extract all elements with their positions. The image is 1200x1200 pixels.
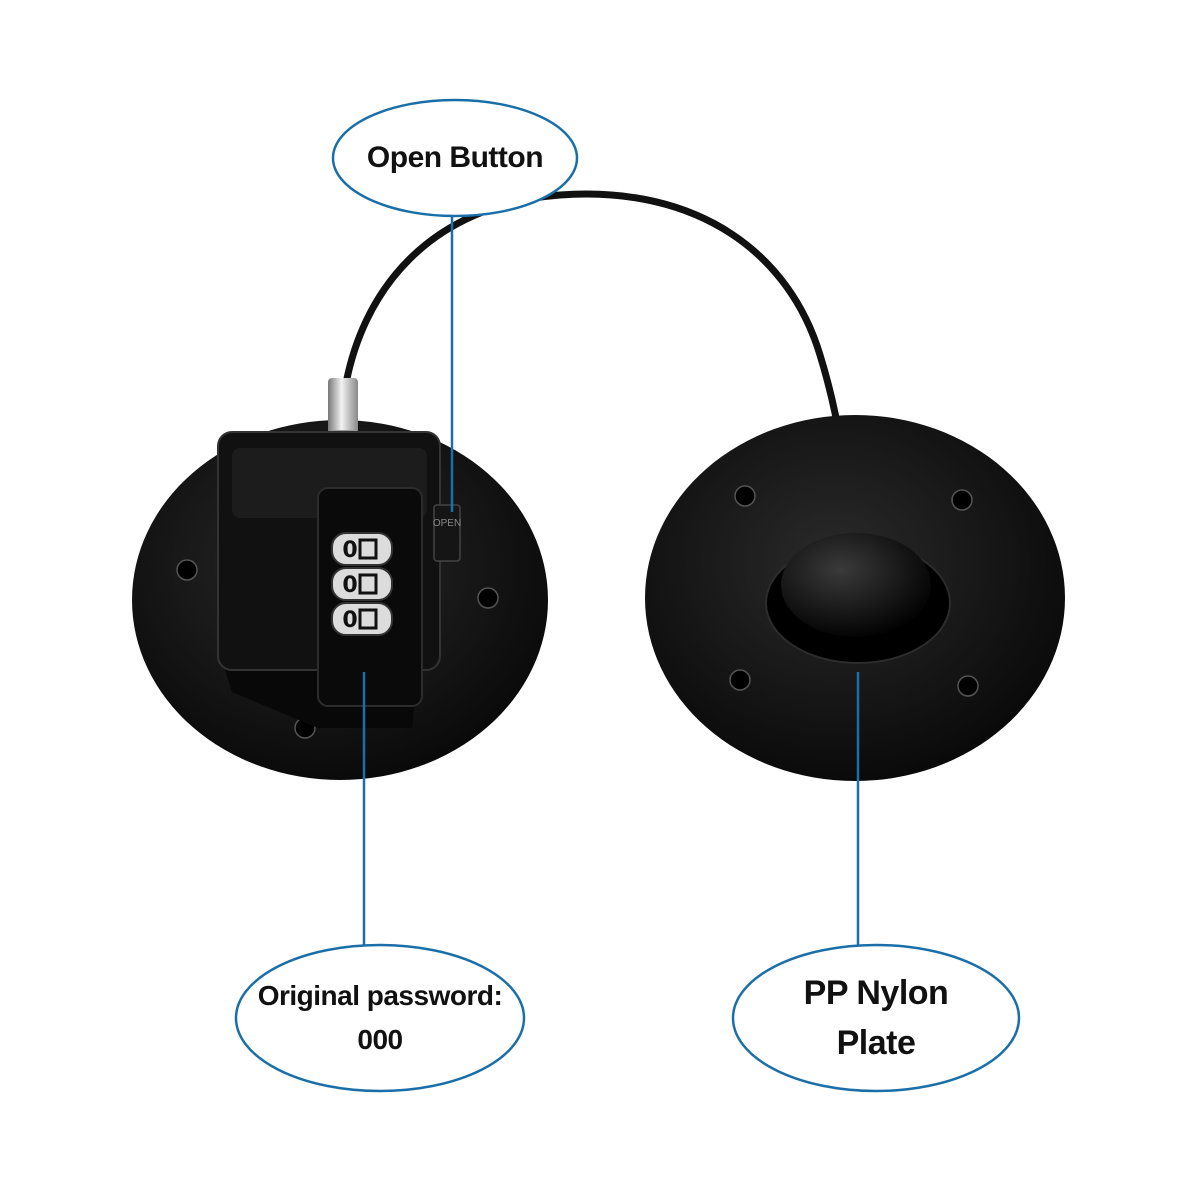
callout-plate-line2: Plate — [836, 1024, 916, 1062]
combination-dials: 0 0 0 — [331, 532, 393, 636]
callout-outline-password — [234, 943, 526, 1093]
cable-anchor-dome — [765, 533, 951, 664]
callout-open-button: Open Button — [333, 100, 577, 216]
callout-plate-line1: PP Nylon — [803, 974, 949, 1012]
dial-digit-1: 0 — [342, 538, 357, 563]
svg-text:OPEN: OPEN — [433, 518, 461, 529]
callout-open-button-label: Open Button — [366, 141, 544, 174]
callout-outline-plate — [731, 943, 1021, 1093]
callout-outline-open-button — [331, 98, 579, 218]
callout-password-line2: 000 — [357, 1024, 403, 1055]
callout-original-password: Original password: 000 — [236, 945, 524, 1091]
dial-digit-2: 0 — [342, 573, 357, 598]
dial-digit-3: 0 — [342, 608, 357, 633]
callout-password-line1: Original password: — [257, 980, 503, 1011]
callout-pp-nylon-plate: PP Nylon Plate — [733, 945, 1019, 1091]
